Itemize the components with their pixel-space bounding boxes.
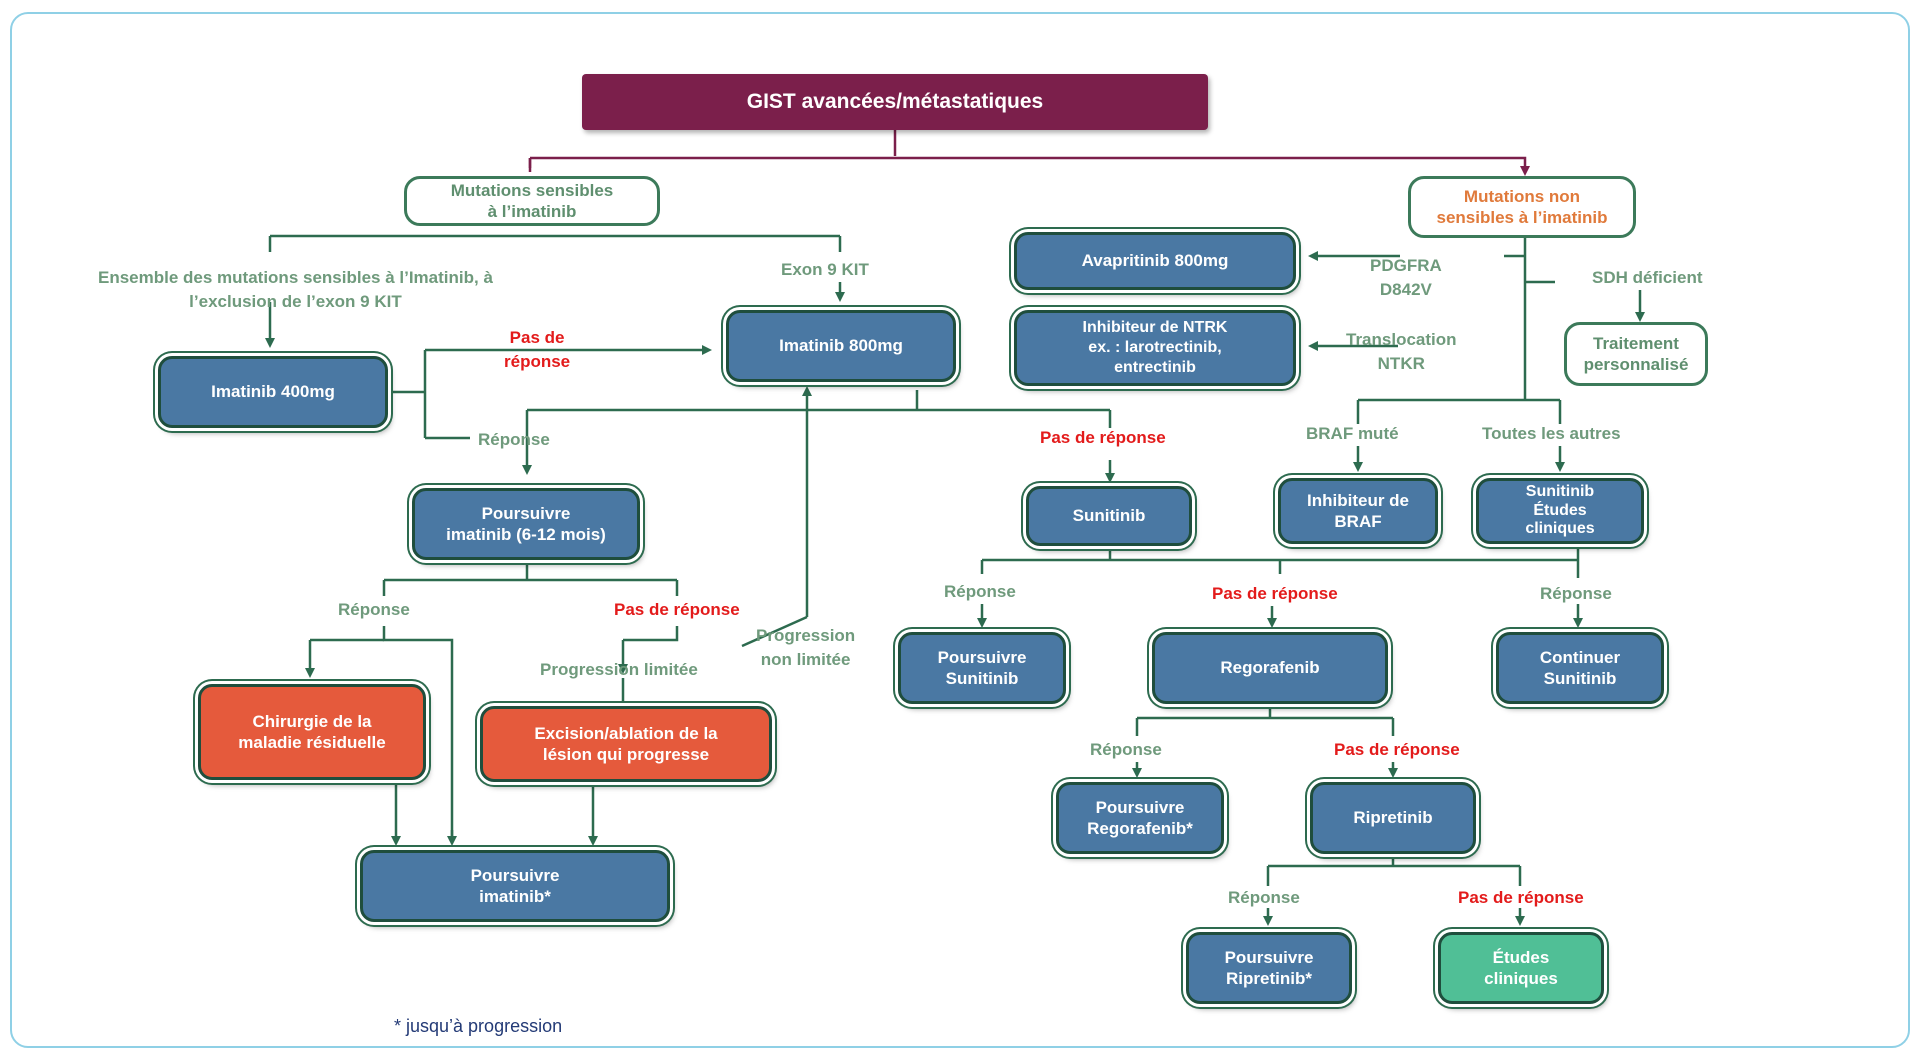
label-reponse-3: Réponse [944,582,1016,601]
label-pdgfra-line2: D842V [1379,279,1432,299]
node-ripretinib-text: Ripretinib [1353,808,1433,828]
title-text: GIST avancées/métastatiques [746,89,1044,113]
label-ensemble-line1: Ensemble des mutations sensibles à l’Ima… [98,268,493,287]
node-traitement-line1: Traitement [1593,333,1679,353]
node-inhibiteur-braf: Inhibiteur de BRAF [1278,478,1438,544]
node-poursuivre-imatinib-star-line2: imatinib* [479,887,551,906]
node-mutations-sensibles-line2: à l’imatinib [487,202,577,221]
node-etudes-cliniques-line2: cliniques [1484,969,1558,988]
node-etudes-cliniques-line1: Études [1492,947,1550,967]
label-pas-de-reponse-6: Pas de réponse [1458,888,1584,907]
node-mutations-sensibles-line1: Mutations sensibles [450,180,614,200]
label-progression-non-limitee-line1: Progression [756,626,856,645]
node-poursuivre-imatinib-6-12-line2: imatinib (6-12 mois) [446,525,606,544]
node-mutations-sensibles: Mutations sensibles à l’imatinib [404,176,660,226]
node-excision-line2: lésion qui progresse [542,745,710,764]
node-sunitinib-etudes-line1: Sunitinib [1525,483,1595,501]
label-pas-de-reponse-1: Pas de réponse [504,326,570,374]
node-braf-line1: Inhibiteur de [1307,490,1409,510]
node-poursuivre-regorafenib-line1: Poursuivre [1095,797,1185,817]
label-ensemble-line2: l’exclusion de l’exon 9 KIT [189,291,402,311]
node-imatinib-800: Imatinib 800mg [726,310,956,382]
label-reponse-6: Réponse [1228,888,1300,907]
node-poursuivre-ripretinib-line1: Poursuivre [1224,947,1314,967]
node-sunitinib-text: Sunitinib [1072,506,1146,526]
label-pdgfra: PDGFRA D842V [1370,254,1442,302]
label-reponse-4: Réponse [1540,584,1612,603]
label-translocation-line1: Translocation [1346,330,1457,349]
node-excision-line1: Excision/ablation de la [534,723,718,743]
label-progression-limitee: Progression limitée [540,660,698,679]
label-sdh: SDH déficient [1592,268,1703,287]
node-mutations-non-sensibles: Mutations non sensibles à l’imatinib [1408,176,1636,238]
footnote: * jusqu’à progression [394,1016,563,1036]
node-traitement-personnalise: Traitement personnalisé [1564,322,1708,386]
label-translocation-line2: NTKR [1377,353,1425,373]
node-excision: Excision/ablation de la lésion qui progre… [480,706,772,782]
node-inhibiteur-ntrk-line2: ex. : larotrectinib, [1088,339,1222,356]
node-regorafenib: Regorafenib [1152,632,1388,704]
node-poursuivre-regorafenib-line2: Regorafenib* [1087,819,1193,838]
node-sunitinib-etudes-line3: cliniques [1525,520,1595,538]
node-poursuivre-sunitinib-line1: Poursuivre [937,647,1027,667]
node-mutations-non-sensibles-line2: sensibles à l’imatinib [1436,208,1608,227]
node-continuer-sunitinib-line2: Sunitinib [1543,669,1617,688]
label-pas-de-reponse-3: Pas de réponse [614,600,740,619]
node-regorafenib-text: Regorafenib [1220,658,1320,678]
node-sunitinib-etudes-line2: Études [1533,501,1587,519]
label-pdgfra-line1: PDGFRA [1370,256,1442,275]
title-box: GIST avancées/métastatiques [582,74,1208,130]
diagram-frame [10,12,1910,1048]
node-chirurgie-line2: maladie résiduelle [238,733,386,752]
node-poursuivre-imatinib-star: Poursuivre imatinib* [360,850,670,922]
label-pas-de-reponse-1-line2: réponse [504,351,571,371]
label-reponse-2: Réponse [338,600,410,619]
node-inhibiteur-ntrk-line3: entrectinib [1114,359,1196,376]
node-imatinib-400: Imatinib 400mg [158,356,388,428]
node-inhibiteur-ntrk-line1: Inhibiteur de NTRK [1082,319,1228,336]
label-ensemble: Ensemble des mutations sensibles à l’Ima… [98,266,493,314]
node-mutations-non-sensibles-line1: Mutations non [1463,186,1581,206]
node-traitement-line2: personnalisé [1583,355,1689,374]
node-chirurgie-line1: Chirurgie de la [252,711,372,731]
label-reponse-1: Réponse [478,430,550,449]
node-poursuivre-imatinib-6-12: Poursuivre imatinib (6-12 mois) [412,488,640,560]
label-pas-de-reponse-4: Pas de réponse [1212,584,1338,603]
label-pas-de-reponse-2: Pas de réponse [1040,428,1166,447]
node-etudes-cliniques: Études cliniques [1438,932,1604,1004]
node-braf-line2: BRAF [1334,512,1382,531]
node-poursuivre-sunitinib-line2: Sunitinib [945,669,1019,688]
label-progression-non-limitee-line2: non limitée [760,649,851,669]
label-pas-de-reponse-5: Pas de réponse [1334,740,1460,759]
label-reponse-5: Réponse [1090,740,1162,759]
node-avapritinib-text: Avapritinib 800mg [1081,251,1229,271]
node-imatinib-800-text: Imatinib 800mg [779,336,903,356]
label-toutes-les-autres: Toutes les autres [1482,424,1621,443]
label-pas-de-reponse-1-line1: Pas de [509,328,565,347]
node-poursuivre-imatinib-6-12-line1: Poursuivre [481,503,571,523]
node-sunitinib: Sunitinib [1026,486,1192,546]
node-ripretinib: Ripretinib [1310,782,1476,854]
node-poursuivre-imatinib-star-line1: Poursuivre [470,865,560,885]
node-avapritinib: Avapritinib 800mg [1014,232,1296,290]
node-inhibiteur-ntrk: Inhibiteur de NTRK ex. : larotrectinib, en… [1014,310,1296,386]
label-progression-non-limitee: Progression non limitée [756,624,855,672]
node-chirurgie: Chirurgie de la maladie résiduelle [198,684,426,780]
node-poursuivre-ripretinib-line2: Ripretinib* [1226,969,1312,988]
label-exon9: Exon 9 KIT [781,260,869,279]
label-braf-mute: BRAF muté [1306,424,1399,443]
node-imatinib-400-text: Imatinib 400mg [211,382,335,402]
node-continuer-sunitinib-line1: Continuer [1539,647,1621,667]
